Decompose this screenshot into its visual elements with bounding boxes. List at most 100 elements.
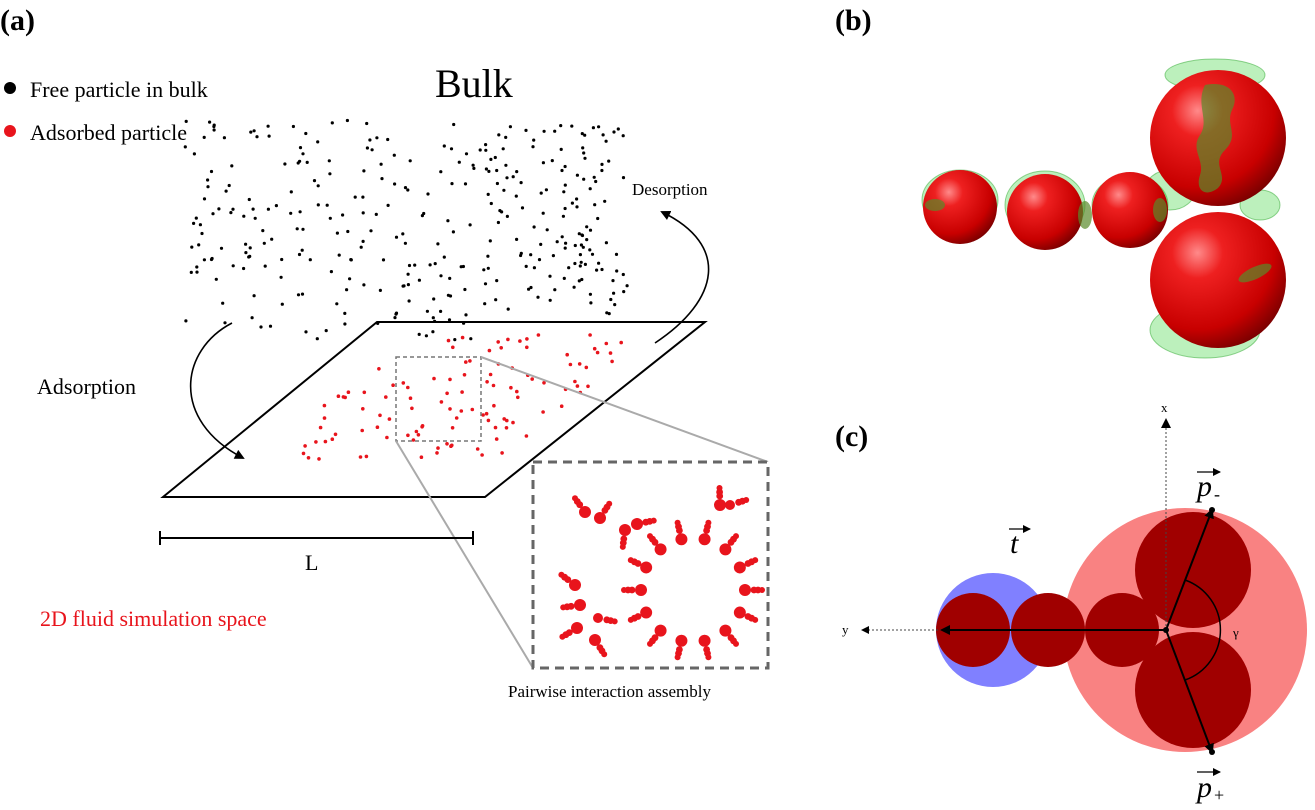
bulk-particle <box>198 223 202 227</box>
bulk-particle <box>381 258 386 262</box>
inset-molecule <box>621 584 647 596</box>
adsorption-label: Adsorption <box>37 374 136 399</box>
sphere-1 <box>923 170 997 244</box>
bulk-particle <box>248 246 252 250</box>
bulk-particle <box>545 228 549 232</box>
bulk-particle <box>561 214 566 218</box>
bulk-particle <box>304 131 308 136</box>
inset-molecule <box>619 524 631 550</box>
adsorbed-particle <box>530 377 534 381</box>
adsorbed-particle <box>480 453 484 457</box>
bulk-particle <box>280 257 284 262</box>
bulk-title: Bulk <box>435 61 513 106</box>
bulk-particle <box>505 176 509 180</box>
adsorbed-particle <box>436 446 440 450</box>
adsorbed-particle <box>575 384 580 388</box>
bulk-particle <box>544 188 549 192</box>
bulk-particle <box>593 203 597 207</box>
adsorbed-particle <box>451 345 455 350</box>
bulk-particle <box>548 298 552 302</box>
bulk-particle <box>211 212 215 216</box>
bulk-particle <box>505 214 509 218</box>
bulk-particle <box>579 243 584 247</box>
bulk-particle <box>417 332 421 336</box>
bulk-particle <box>289 190 293 194</box>
bulk-particle <box>325 203 329 207</box>
adsorbed-particle <box>610 359 614 364</box>
inset-molecule <box>594 500 613 524</box>
bulk-particle <box>495 181 499 186</box>
inset-molecule <box>674 519 688 546</box>
bulk-particle <box>550 159 554 163</box>
bulk-particle <box>298 146 303 150</box>
bulk-particle <box>529 285 533 290</box>
bulk-particle <box>612 130 616 134</box>
adsorbed-particle <box>586 384 590 389</box>
adsorbed-particle <box>343 395 348 400</box>
bulk-particle <box>484 148 488 152</box>
adsorbed-particle <box>333 432 338 437</box>
bulk-particle <box>609 297 613 302</box>
bulk-particle <box>335 231 339 235</box>
adsorbed-particle <box>608 351 613 355</box>
adsorbed-particle <box>584 365 589 370</box>
adsorbed-particle <box>360 428 365 433</box>
adsorbed-particle <box>432 376 436 381</box>
adsorbed-particle <box>445 391 449 396</box>
desorption-arrow <box>654 211 710 344</box>
inset-molecule <box>733 606 759 623</box>
bulk-particle <box>616 127 620 131</box>
bulk-particle <box>577 279 581 283</box>
adsorption-arrow <box>190 322 245 459</box>
bulk-particle <box>520 206 525 210</box>
bulk-particle <box>242 214 246 218</box>
bulk-particle <box>614 252 619 256</box>
bulk-particle <box>591 126 596 130</box>
bulk-particle <box>524 128 528 132</box>
y-axis-label: y <box>842 622 849 637</box>
adsorbed-particle <box>448 407 452 411</box>
bulk-particle <box>200 231 204 236</box>
bulk-particle <box>604 241 609 245</box>
bulk-particle <box>291 124 295 129</box>
adsorbed-particle <box>450 426 455 430</box>
p-plus-subscript: + <box>1214 785 1224 805</box>
bulk-particle <box>305 160 309 164</box>
bulk-particle <box>392 153 396 157</box>
bulk-particle <box>380 177 384 181</box>
bulk-particle <box>407 263 412 268</box>
bulk-particle <box>449 147 454 151</box>
adsorbed-particle <box>588 333 592 337</box>
bulk-particle <box>343 322 347 326</box>
inset-molecule <box>559 622 583 640</box>
panel-b-label: (b) <box>835 4 872 37</box>
bulk-particle <box>378 288 382 292</box>
bulk-particle <box>249 130 253 134</box>
adsorbed-particle <box>568 362 573 367</box>
adsorbed-particle <box>322 403 327 408</box>
adsorbed-particle <box>317 457 321 461</box>
bulk-particle <box>212 125 216 129</box>
angle-arc <box>1184 579 1222 681</box>
inset-molecule <box>647 624 667 647</box>
bulk-particle <box>417 278 421 282</box>
bulk-particle <box>501 147 505 151</box>
bulk-particle <box>536 295 540 299</box>
inset-molecule <box>739 584 765 596</box>
adsorbed-particle <box>460 390 464 394</box>
adsorbed-particle <box>505 418 509 423</box>
bulk-particle <box>268 324 273 328</box>
bulk-particle <box>403 186 408 190</box>
adsorbed-particle <box>486 418 491 423</box>
inset-molecule <box>698 634 712 661</box>
p-plus-label: p <box>1195 771 1212 804</box>
bulk-particle <box>431 330 435 334</box>
bulk-particle <box>553 288 557 292</box>
bulk-particle <box>426 192 430 196</box>
bulk-particle <box>361 195 365 199</box>
bulk-particle <box>252 129 256 133</box>
bulk-particle <box>408 159 412 163</box>
inset-caption: Pairwise interaction assembly <box>508 682 712 701</box>
adsorbed-particle <box>515 389 519 394</box>
bulk-particle <box>327 159 331 163</box>
